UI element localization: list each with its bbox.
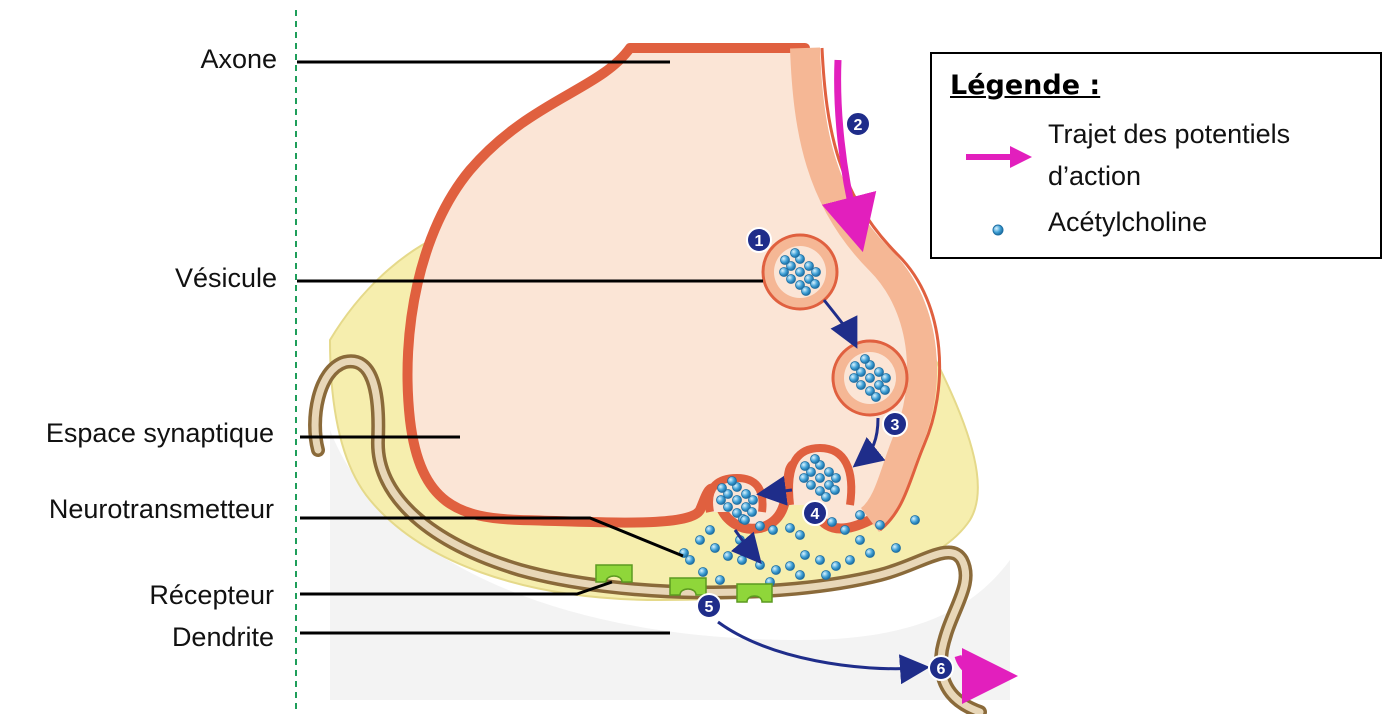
acetylcholine-dot [882, 374, 891, 383]
acetylcholine-dot [772, 566, 781, 575]
acetylcholine-dot [876, 521, 885, 530]
acetylcholine-dot [796, 571, 805, 580]
acetylcholine-dot [841, 526, 850, 535]
step-badge-5: 5 [697, 594, 721, 618]
acetylcholine-dot [706, 526, 715, 535]
acetylcholine-dot [781, 256, 790, 265]
acetylcholine-dot [816, 474, 825, 483]
acetylcholine-dot [756, 561, 765, 570]
acetylcholine-dot [861, 355, 870, 364]
acetylcholine-dot [881, 386, 890, 395]
acetylcholine-dot [738, 556, 747, 565]
acetylcholine-dot [866, 374, 875, 383]
acetylcholine-dot [857, 381, 866, 390]
acetylcholine-dot [816, 556, 825, 565]
acetylcholine-dot [696, 536, 705, 545]
legend-title: Légende : [950, 70, 1100, 101]
acetylcholine-dot [749, 496, 758, 505]
acetylcholine-dot [786, 524, 795, 533]
acetylcholine-dot [741, 516, 750, 525]
svg-text:6: 6 [937, 661, 946, 678]
acetylcholine-dot [716, 576, 725, 585]
acetylcholine-dot [756, 522, 765, 531]
acetylcholine-dot [733, 496, 742, 505]
svg-text:3: 3 [891, 417, 900, 434]
vesicle-3 [789, 448, 851, 505]
acetylcholine-dot [780, 268, 789, 277]
label-neurotransmetteur: Neurotransmetteur [49, 494, 274, 525]
acetylcholine-dot [807, 481, 816, 490]
label-dendrite: Dendrite [172, 622, 274, 653]
acetylcholine-dot [801, 551, 810, 560]
acetylcholine-dot [748, 508, 757, 517]
acetylcholine-dot [872, 393, 881, 402]
label-axone: Axone [200, 44, 277, 75]
acetylcholine-dot [796, 268, 805, 277]
acetylcholine-dot [796, 531, 805, 540]
acetylcholine-dot [856, 511, 865, 520]
acetylcholine-dot [717, 496, 726, 505]
acetylcholine-dot [769, 526, 778, 535]
svg-text:1: 1 [755, 233, 764, 250]
legend-acetylcholine: Acétylcholine [1048, 204, 1207, 240]
receptor-3 [737, 584, 772, 602]
acetylcholine-dot [832, 562, 841, 571]
vesicle-2 [833, 341, 907, 415]
step-badge-4: 4 [803, 501, 827, 525]
acetylcholine-dot [724, 503, 733, 512]
legend-ap-line1: Trajet des potentiels [1048, 116, 1290, 152]
acetylcholine-dot [866, 549, 875, 558]
acetylcholine-dot [811, 455, 820, 464]
svg-text:2: 2 [854, 117, 863, 134]
acetylcholine-dot [831, 486, 840, 495]
acetylcholine-dot [728, 477, 737, 486]
acetylcholine-dot [791, 249, 800, 258]
acetylcholine-dot [787, 275, 796, 284]
acetylcholine-dot [851, 362, 860, 371]
svg-text:4: 4 [811, 506, 820, 523]
step-badge-6: 6 [929, 656, 953, 680]
acetylcholine-dot [822, 493, 831, 502]
acetylcholine-dot [832, 474, 841, 483]
acetylcholine-dot [718, 484, 727, 493]
legend-acetylcholine-dot-icon [990, 222, 1006, 238]
vesicle-1 [763, 235, 837, 309]
acetylcholine-dot [822, 571, 831, 580]
acetylcholine-dot [800, 474, 809, 483]
label-espace-synaptique: Espace synaptique [46, 418, 274, 449]
label-recepteur: Récepteur [149, 580, 274, 611]
acetylcholine-dot [856, 536, 865, 545]
acetylcholine-dot [892, 544, 901, 553]
acetylcholine-dot [812, 268, 821, 277]
legend-ap-line2: d’action [1048, 158, 1141, 194]
svg-text:5: 5 [705, 599, 714, 616]
legend-box: Légende : Trajet des potentiels d’action… [930, 52, 1382, 259]
acetylcholine-dot [802, 287, 811, 296]
acetylcholine-dot [786, 562, 795, 571]
label-vesicule: Vésicule [175, 263, 277, 294]
acetylcholine-dot [850, 374, 859, 383]
step-badge-2: 2 [846, 112, 870, 136]
acetylcholine-dot [911, 516, 920, 525]
acetylcholine-dot [828, 518, 837, 527]
acetylcholine-dot [699, 568, 708, 577]
step-badge-3: 3 [883, 412, 907, 436]
acetylcholine-dot [801, 462, 810, 471]
acetylcholine-dot [724, 552, 733, 561]
legend-ap-arrow-icon [964, 142, 1034, 172]
step-badge-1: 1 [747, 228, 771, 252]
acetylcholine-dot [711, 544, 720, 553]
acetylcholine-dot [846, 556, 855, 565]
acetylcholine-dot [811, 280, 820, 289]
